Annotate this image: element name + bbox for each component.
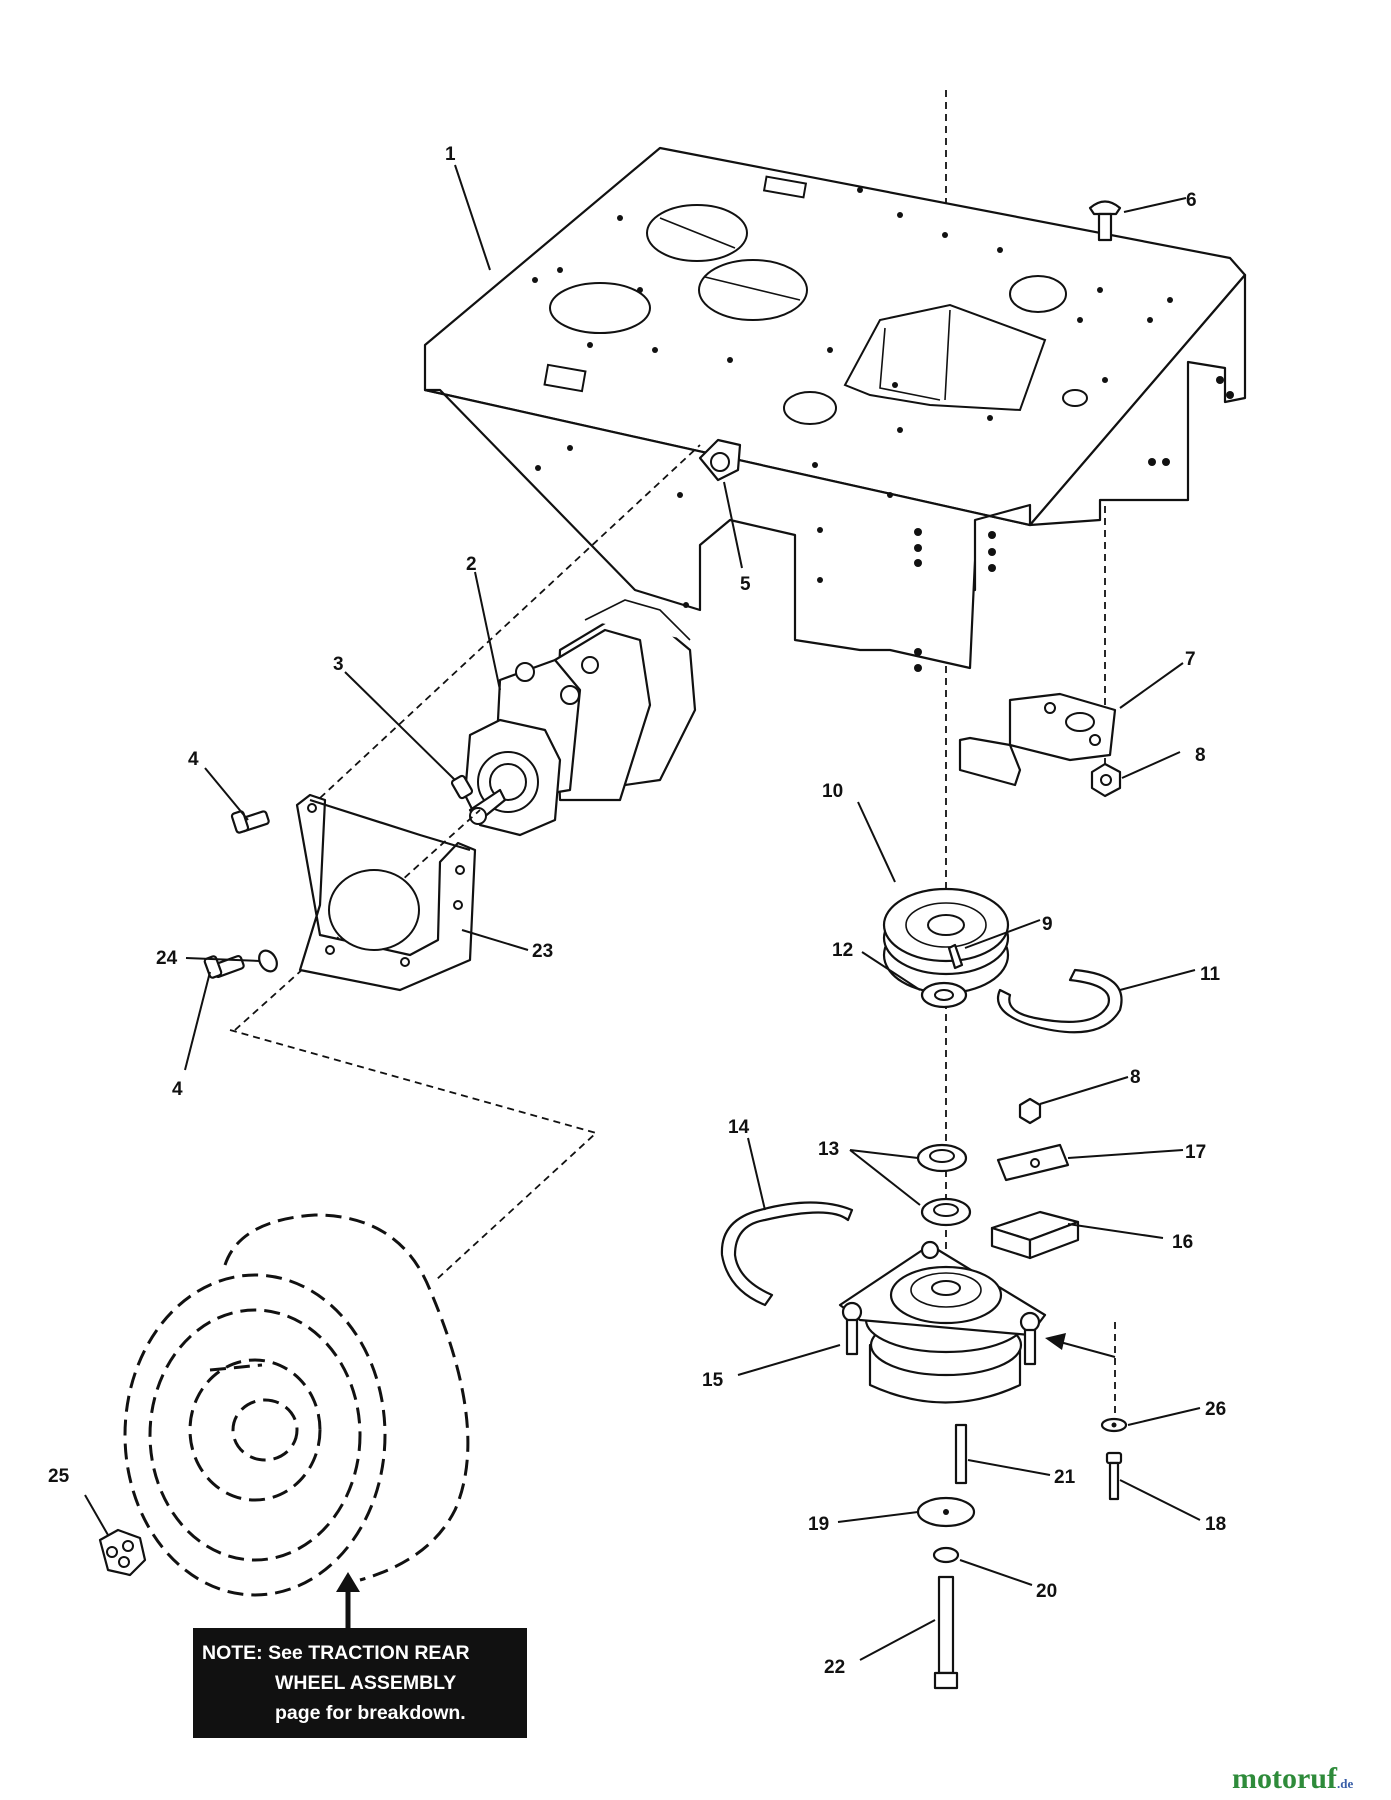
callout-8-lower: 8 <box>1130 1067 1141 1088</box>
callout-23: 23 <box>532 941 553 962</box>
callout-4-lower: 4 <box>172 1079 183 1100</box>
pump-axis-dash <box>319 444 701 799</box>
belt-guide-upper <box>997 968 1123 1034</box>
pump-axis-dash-2 <box>234 809 481 1031</box>
callout-1: 1 <box>445 144 456 165</box>
pulley <box>882 887 1010 995</box>
bolt-upper <box>230 810 270 834</box>
bolt-22 <box>933 1575 959 1690</box>
note-line-2: WHEEL ASSEMBLY <box>275 1672 457 1694</box>
washer-26 <box>1100 1417 1128 1433</box>
clutch-key <box>954 1423 968 1485</box>
wheel-to-bracket-dash <box>229 1029 598 1281</box>
watermark-brand: motoruf <box>1232 1762 1337 1795</box>
belt-guide-lower <box>720 1201 854 1307</box>
tee-nut <box>698 438 742 482</box>
callout-2: 2 <box>466 554 477 575</box>
callout-4-upper: 4 <box>188 749 199 770</box>
callout-9: 9 <box>1042 914 1053 935</box>
spacer-block <box>990 1210 1080 1260</box>
callout-11: 11 <box>1200 964 1221 985</box>
lug-nut <box>98 1528 147 1577</box>
pump-key <box>450 774 474 800</box>
callout-26: 26 <box>1205 1399 1226 1420</box>
leader-lines <box>84 164 1201 1661</box>
clutch-arrow <box>1045 1333 1116 1358</box>
nut-lower <box>1018 1097 1042 1125</box>
watermark-suffix: .de <box>1336 1776 1354 1791</box>
bearing-upper <box>916 1143 968 1173</box>
callout-10: 10 <box>822 781 843 802</box>
washer-19 <box>916 1496 976 1528</box>
anti-rotation-plate <box>996 1143 1070 1182</box>
lock-washer <box>258 949 278 973</box>
callout-22: 22 <box>824 1657 845 1678</box>
callout-6: 6 <box>1186 190 1197 211</box>
brake-bracket <box>958 692 1117 787</box>
callout-5: 5 <box>740 574 751 595</box>
nut-upper <box>1090 762 1122 798</box>
callout-19: 19 <box>808 1514 829 1535</box>
callout-3: 3 <box>333 654 344 675</box>
callout-12: 12 <box>832 940 853 961</box>
callout-21: 21 <box>1054 1467 1076 1488</box>
pump-bracket <box>295 793 477 992</box>
callout-25: 25 <box>48 1466 70 1487</box>
bolt-18 <box>1105 1451 1123 1501</box>
callout-16: 16 <box>1172 1232 1193 1253</box>
callout-7: 7 <box>1185 649 1196 670</box>
callout-17: 17 <box>1185 1142 1206 1163</box>
note-arrow <box>336 1572 360 1628</box>
callout-14: 14 <box>728 1117 750 1138</box>
washer-12 <box>920 981 968 1009</box>
callout-8-upper: 8 <box>1195 745 1206 766</box>
callout-20: 20 <box>1036 1581 1057 1602</box>
callout-numbers: 1 2 3 4 4 5 6 7 8 8 9 10 11 12 13 14 15 … <box>48 144 1226 1678</box>
carriage-bolt <box>1088 200 1122 242</box>
lock-washer-20 <box>932 1546 960 1564</box>
note-line-3: page for breakdown. <box>275 1702 466 1724</box>
callout-18: 18 <box>1205 1514 1226 1535</box>
electric-clutch <box>838 1240 1047 1404</box>
note-line-1: NOTE: See TRACTION REAR <box>202 1642 470 1664</box>
callout-15: 15 <box>702 1370 724 1391</box>
pulley-key <box>947 943 964 970</box>
rear-wheel-phantom <box>123 1213 470 1597</box>
callout-24: 24 <box>156 948 178 969</box>
bearing-lower <box>920 1197 972 1227</box>
chassis-frame <box>423 146 1247 672</box>
callout-13: 13 <box>818 1139 839 1160</box>
wheel-note-box: NOTE: See TRACTION REAR WHEEL ASSEMBLY p… <box>193 1628 527 1738</box>
hydraulic-pump <box>463 599 697 837</box>
watermark-logo: motoruf.de <box>1232 1762 1353 1796</box>
